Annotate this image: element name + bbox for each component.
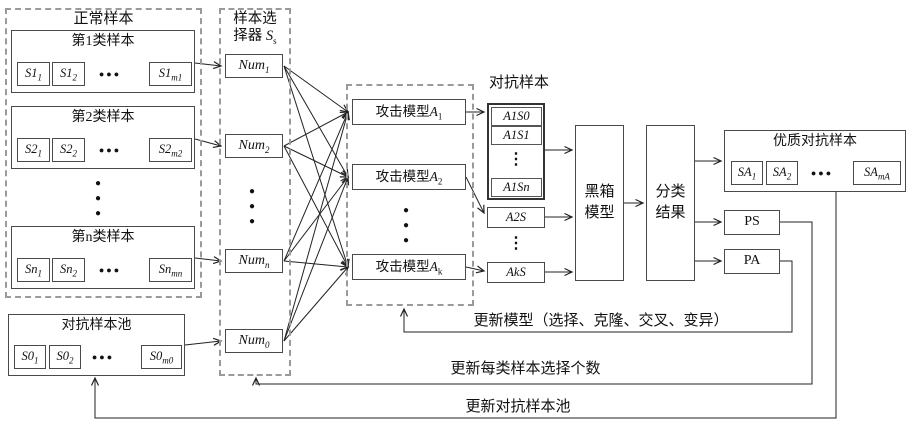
var-base: S0 xyxy=(56,349,70,363)
var-base: S2 xyxy=(25,142,38,156)
aks-box: AkS xyxy=(487,262,545,283)
a1s1-box: A1S1 xyxy=(491,126,542,145)
a1sn-box: A1Sn xyxy=(491,178,542,197)
class1-samples-title: 第1类样本 xyxy=(71,34,135,49)
var-sub: 2 xyxy=(72,268,78,279)
adversarial-pool-box: 对抗样本池 S01 S02 ●●● S0m0 xyxy=(8,314,185,376)
update-pool-label: 更新对抗样本池 xyxy=(465,399,571,415)
update-model-label: 更新模型（选择、克隆、交叉、变异） xyxy=(473,313,729,329)
sample-cell: Snmn xyxy=(149,258,192,282)
num2-box: Num2 xyxy=(225,134,283,158)
sample-selector-title: 样本选 择器 Ss xyxy=(219,11,291,50)
var-sub: m2 xyxy=(171,148,183,159)
pa-box: PA xyxy=(724,249,780,274)
var-base: S2 xyxy=(158,142,172,156)
sample-cell: S2m2 xyxy=(149,138,192,162)
var-sub: 1 xyxy=(37,268,43,279)
sample-cell: S01 xyxy=(14,345,46,369)
attack-model-1-box: 攻击模型A1 xyxy=(352,99,466,125)
var-base: Sn xyxy=(25,262,38,276)
var-sub: m1 xyxy=(171,72,183,83)
blackbox-model-box: 黑箱 模型 xyxy=(575,125,624,281)
vertical-ellipsis: ⋮ xyxy=(508,235,524,252)
var-sub: 1 xyxy=(37,72,43,83)
var-sub: m0 xyxy=(162,355,174,366)
class2-samples-title: 第2类样本 xyxy=(71,110,135,125)
normal-samples-panel xyxy=(5,8,202,298)
sample-cell: Sn1 xyxy=(17,258,50,282)
vertical-ellipsis: ⋮ xyxy=(508,151,524,168)
vertical-dots: ●●● xyxy=(94,178,102,219)
quality-adversarial-title: 优质对抗样本 xyxy=(773,134,857,149)
ellipsis-dots: ●●● xyxy=(98,265,122,275)
update-count-label: 更新每类样本选择个数 xyxy=(450,361,601,377)
var-base: Sn xyxy=(60,262,73,276)
var-base: S1 xyxy=(60,66,73,80)
classification-result-box: 分类 结果 xyxy=(646,125,695,281)
sample-cell: S11 xyxy=(17,62,50,86)
a2s-box: A2S xyxy=(487,207,545,228)
attack-models-panel xyxy=(346,84,474,306)
sample-cell: S12 xyxy=(52,62,85,86)
var-base: S2 xyxy=(60,142,73,156)
classn-samples-box: 第n类样本 Sn1 Sn2 ●●● Snmn xyxy=(11,226,195,289)
var-sub: 2 xyxy=(72,148,78,159)
a1-output-stack-box: A1S0 A1S1 ⋮ A1Sn xyxy=(487,103,545,200)
var-base: S1 xyxy=(158,66,172,80)
var-sub: 2 xyxy=(69,355,74,366)
num1-box: Num1 xyxy=(225,54,283,78)
ellipsis-dots: ●●● xyxy=(98,69,122,79)
selector-title-line2: 择器 Ss xyxy=(233,28,277,46)
a1s0-box: A1S0 xyxy=(491,107,542,126)
adversarial-pool-title: 对抗样本池 xyxy=(61,318,132,333)
normal-samples-title: 正常样本 xyxy=(73,11,134,27)
sample-cell: SA1 xyxy=(731,161,763,185)
adversarial-samples-label: 对抗样本 xyxy=(488,75,549,91)
selector-title-line1: 样本选 xyxy=(233,11,277,27)
sample-cell: SA2 xyxy=(766,161,798,185)
sample-selector-panel xyxy=(219,8,291,376)
sample-cell: S21 xyxy=(17,138,50,162)
attack-model-2-box: 攻击模型A2 xyxy=(352,164,466,190)
sample-cell: S1m1 xyxy=(149,62,192,86)
sample-cell: S0m0 xyxy=(141,345,182,369)
class1-samples-box: 第1类样本 S11 S12 ●●● S1m1 xyxy=(11,30,195,93)
ellipsis-dots: ●●● xyxy=(98,145,122,155)
sample-cell: S22 xyxy=(52,138,85,162)
vertical-dots: ●●● xyxy=(402,205,410,246)
attack-model-k-box: 攻击模型Ak xyxy=(352,254,466,280)
sample-cell: Sn2 xyxy=(52,258,85,282)
vertical-dots: ●●● xyxy=(248,186,256,227)
var-base: Sn xyxy=(158,262,172,276)
var-base: S0 xyxy=(21,349,35,363)
sample-cell: S02 xyxy=(49,345,81,369)
ps-box: PS xyxy=(724,210,780,235)
num0-box: Num0 xyxy=(225,329,283,353)
classn-samples-title: 第n类样本 xyxy=(71,230,135,245)
numn-box: Numn xyxy=(225,249,283,273)
var-sub: 1 xyxy=(37,148,43,159)
var-base: S0 xyxy=(149,349,163,363)
var-sub: mn xyxy=(171,268,183,279)
var-sub: 2 xyxy=(72,72,78,83)
var-base: S1 xyxy=(25,66,38,80)
ellipsis-dots: ●●● xyxy=(91,352,115,362)
ellipsis-dots: ●●● xyxy=(810,168,834,178)
sample-cell: SAmA xyxy=(853,161,901,185)
quality-adversarial-box: 优质对抗样本 SA1 SA2 ●●● SAmA xyxy=(724,130,906,192)
class2-samples-box: 第2类样本 S21 S22 ●●● S2m2 xyxy=(11,106,195,169)
var-sub: 1 xyxy=(34,355,39,366)
